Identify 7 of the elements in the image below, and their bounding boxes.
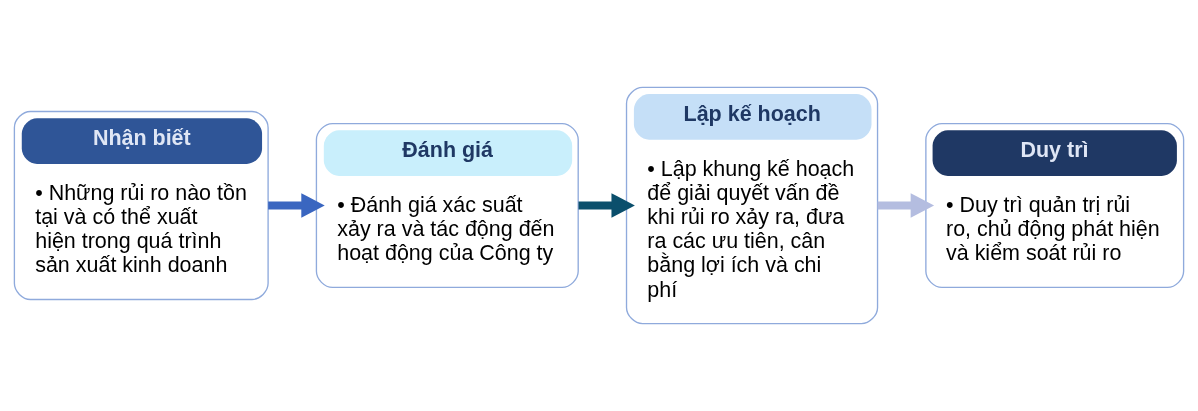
arrow	[877, 193, 935, 218]
arrow	[578, 193, 635, 218]
arrow	[268, 193, 325, 218]
node-box: Lập kế hoạch • Lập khung kế hoạch để giải quyết vấn đề khi rủi ro xảy ra, đưa ra các ưu tiên, cân bằng lợi ích và chi phí	[625, 86, 879, 325]
node-box: Đánh giá • Đánh giá xác suất xảy ra và tác động đến hoạt động của Công ty	[315, 122, 579, 289]
node-box: Nhận biết • Những rủi ro nào tồn tại và có thể xuất hiện trong quá trình sản xuất kinh doanh	[13, 110, 269, 301]
node-box: Duy trì • Duy trì quản trị rủi ro, chủ động phát hiện và kiểm soát rủi ro	[925, 122, 1185, 289]
